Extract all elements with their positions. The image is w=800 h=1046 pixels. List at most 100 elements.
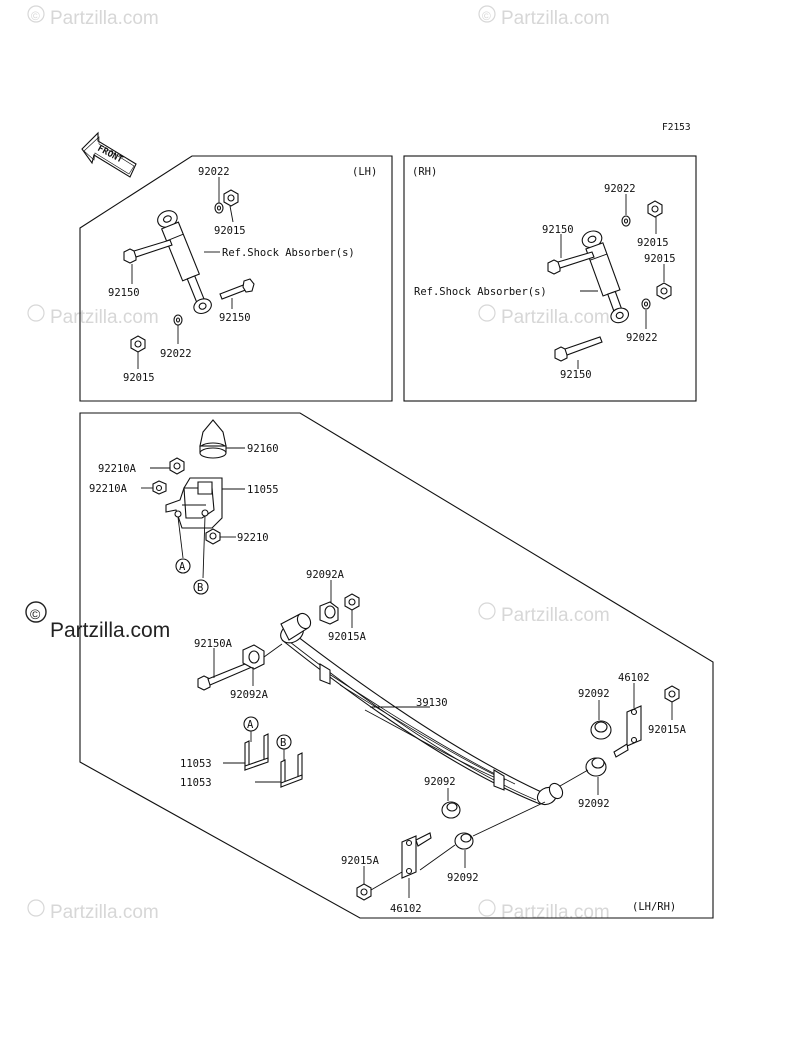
shackle-46102-bottom bbox=[401, 832, 432, 879]
spring-label-92092-right-top: 92092 bbox=[578, 688, 610, 700]
watermark-mid-left: Partzilla.com bbox=[27, 304, 159, 328]
bump-stop-92160 bbox=[199, 419, 227, 459]
panel-spring-tag: (LH/RH) bbox=[632, 901, 676, 913]
callout-a-bracket bbox=[175, 558, 191, 574]
spring-label-92160: 92160 bbox=[247, 443, 279, 455]
u-bolt-11053-b bbox=[280, 752, 303, 788]
spring-label-92092a-bottom: 92092A bbox=[230, 689, 269, 701]
svg-text:Partzilla.com: Partzilla.com bbox=[501, 605, 610, 626]
spring-label-92150a: 92150A bbox=[194, 638, 233, 650]
washer-92022-top-lh bbox=[214, 202, 224, 214]
lh-label-92015-top: 92015 bbox=[214, 225, 246, 237]
svg-text:©: © bbox=[30, 606, 41, 622]
watermark-top-left: © Partzilla.com bbox=[27, 5, 159, 29]
nut-92015a-right bbox=[664, 685, 680, 703]
leaf-spring-39130 bbox=[280, 612, 564, 806]
svg-text:Partzilla.com: Partzilla.com bbox=[50, 8, 159, 29]
panel-spring: (LH/RH) 92160 92210A 92210A bbox=[79, 412, 714, 919]
callout-b-bracket bbox=[193, 579, 209, 595]
rh-label-92015-top: 92015 bbox=[637, 237, 669, 249]
lh-label-shock-ref: Ref.Shock Absorber(s) bbox=[222, 247, 355, 259]
washer-92022-top-rh bbox=[621, 215, 631, 227]
bolt-92150a bbox=[197, 661, 253, 691]
nut-92015-top-rh bbox=[647, 200, 663, 218]
panel-rh-frame bbox=[403, 155, 697, 402]
panel-spring-frame bbox=[79, 412, 714, 919]
bushing-92092-right-bottom bbox=[585, 757, 607, 777]
spring-label-92015a-bottom: 92015A bbox=[341, 855, 380, 867]
svg-text:Partzilla.com: Partzilla.com bbox=[501, 902, 610, 923]
panel-rh: (RH) bbox=[403, 155, 697, 402]
spring-label-92210: 92210 bbox=[237, 532, 269, 544]
rh-label-92150-top: 92150 bbox=[542, 224, 574, 236]
spring-label-92092-center-top: 92092 bbox=[424, 776, 456, 788]
spring-label-46102-bottom: 46102 bbox=[390, 903, 422, 915]
watermark-strong: © Partzilla.com bbox=[25, 601, 170, 642]
bolt-92150-left-lh bbox=[123, 239, 173, 264]
bushing-92092-right-top bbox=[590, 720, 612, 740]
bolt-92150-right-lh bbox=[219, 278, 255, 300]
rh-label-shock-ref: Ref.Shock Absorber(s) bbox=[414, 286, 547, 298]
nut-92015a-top bbox=[344, 593, 360, 611]
spring-label-92210a-bottom: 92210A bbox=[89, 483, 128, 495]
spring-label-11055: 11055 bbox=[247, 484, 279, 496]
lh-label-92022-bottom: 92022 bbox=[160, 348, 192, 360]
spring-label-92092a-top: 92092A bbox=[306, 569, 345, 581]
rh-label-92022-top: 92022 bbox=[604, 183, 636, 195]
lh-label-92015-bottom: 92015 bbox=[123, 372, 155, 384]
spring-label-92015a-top: 92015A bbox=[328, 631, 367, 643]
panel-rh-tag: (RH) bbox=[412, 166, 437, 178]
svg-text:A: A bbox=[179, 561, 186, 573]
nut-92015-mid-rh bbox=[656, 282, 672, 300]
panel-lh-tag: (LH) bbox=[352, 166, 377, 178]
spring-label-11053-b: 11053 bbox=[180, 777, 212, 789]
front-arrow: FRONT bbox=[81, 131, 137, 178]
watermark-bottom-left: Partzilla.com bbox=[27, 899, 159, 923]
bolt-92150-bottom-rh bbox=[554, 336, 603, 362]
nut-92210 bbox=[205, 528, 221, 545]
svg-text:A: A bbox=[247, 719, 254, 731]
bushing-92092-center-top bbox=[441, 801, 461, 819]
svg-text:Partzilla.com: Partzilla.com bbox=[501, 8, 610, 29]
shock-absorber-lh bbox=[157, 210, 212, 315]
spring-label-11053-a: 11053 bbox=[180, 758, 212, 770]
svg-text:Partzilla.com: Partzilla.com bbox=[501, 307, 610, 328]
spring-label-46102-right: 46102 bbox=[618, 672, 650, 684]
svg-text:Partzilla.com: Partzilla.com bbox=[50, 619, 170, 642]
lh-label-92150-left: 92150 bbox=[108, 287, 140, 299]
watermark-mid-right: Partzilla.com bbox=[478, 304, 610, 328]
nut-92210a-top bbox=[169, 457, 185, 475]
washer-92022-bottom-lh bbox=[173, 314, 183, 326]
svg-text:Partzilla.com: Partzilla.com bbox=[50, 902, 159, 923]
panel-lh: (LH) bbox=[79, 155, 393, 402]
spring-label-39130: 39130 bbox=[416, 697, 448, 709]
rh-label-92022-bottom: 92022 bbox=[626, 332, 658, 344]
lh-label-92022-top: 92022 bbox=[198, 166, 230, 178]
watermark-lower-right: Partzilla.com bbox=[478, 602, 610, 626]
bushing-92092a-bottom bbox=[242, 644, 265, 670]
svg-text:Partzilla.com: Partzilla.com bbox=[50, 307, 159, 328]
rh-label-92015-mid: 92015 bbox=[644, 253, 676, 265]
rh-label-92150-bottom: 92150 bbox=[560, 369, 592, 381]
nut-92015-bottom-lh bbox=[130, 335, 146, 353]
svg-text:B: B bbox=[280, 737, 286, 749]
svg-text:B: B bbox=[197, 582, 203, 594]
bolt-92150-top-rh bbox=[547, 251, 595, 275]
u-bolt-11053-a bbox=[244, 733, 269, 771]
bracket-11055 bbox=[165, 477, 223, 529]
washer-92022-bottom-rh bbox=[641, 298, 651, 310]
svg-text:©: © bbox=[31, 9, 40, 23]
spring-label-92092-center-bottom: 92092 bbox=[447, 872, 479, 884]
svg-text:©: © bbox=[482, 9, 491, 23]
panel-lh-frame bbox=[79, 155, 393, 402]
figure-code: F2153 bbox=[662, 122, 691, 133]
spring-label-92092-right-bottom: 92092 bbox=[578, 798, 610, 810]
bushing-92092a-top bbox=[319, 601, 339, 625]
lh-label-92150-right: 92150 bbox=[219, 312, 251, 324]
nut-92015-top-lh bbox=[223, 189, 239, 207]
nut-92210a-bottom bbox=[152, 480, 167, 495]
shock-absorber-rh bbox=[581, 230, 630, 324]
watermark-top-right: © Partzilla.com bbox=[478, 5, 610, 29]
nut-92015a-bottom bbox=[356, 883, 372, 901]
